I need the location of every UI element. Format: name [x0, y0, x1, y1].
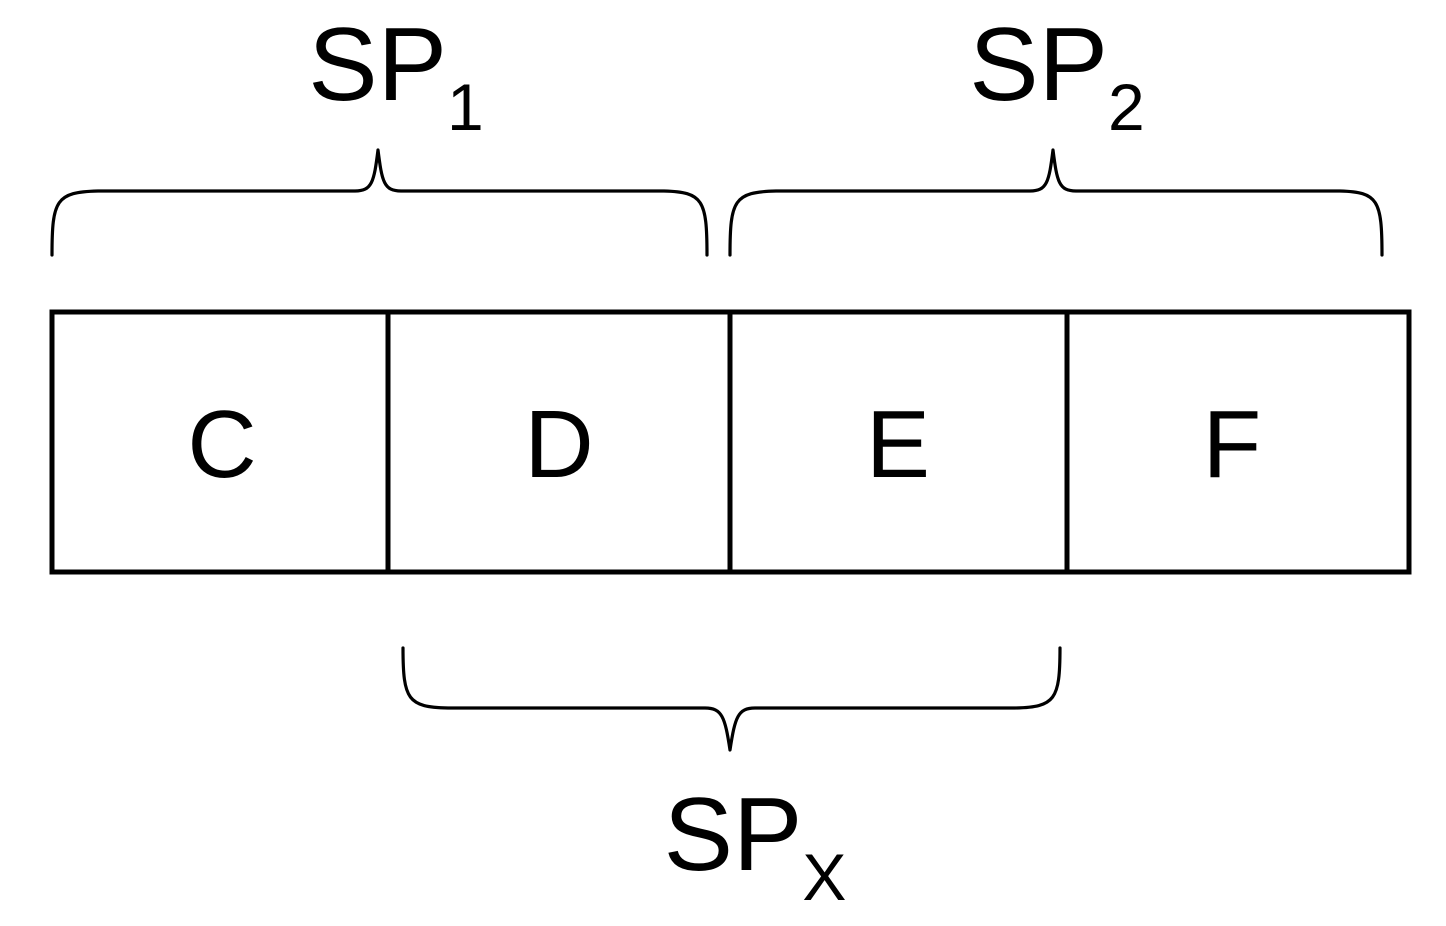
label-sp1-sub: 1 [447, 70, 484, 144]
svg-text:SP2: SP2 [969, 7, 1144, 144]
brace-spx [401, 646, 1062, 752]
label-sp2-main: SP [969, 7, 1108, 123]
brace-sp2 [728, 148, 1384, 257]
segment-cell-d[interactable] [385, 309, 733, 575]
segment-cell-f-label: F [1203, 391, 1262, 498]
segment-row: C D E F [49, 309, 1412, 575]
brace-sp1 [50, 148, 709, 257]
brace-spx-path [401, 646, 1062, 752]
label-spx-main: SP [664, 777, 803, 893]
svg-text:SPX: SPX [664, 777, 847, 914]
svg-text:SP1: SP1 [308, 7, 483, 144]
segment-cell-e[interactable] [727, 309, 1070, 575]
segment-cell-e-label: E [866, 391, 930, 498]
label-sp1: SP1 [308, 7, 483, 144]
segment-cell-d-label: D [524, 391, 593, 498]
label-sp2-sub: 2 [1108, 70, 1145, 144]
segment-cell-c[interactable] [49, 309, 391, 575]
label-sp1-main: SP [308, 7, 447, 123]
label-spx-sub: X [802, 840, 846, 914]
label-sp2: SP2 [969, 7, 1144, 144]
label-spx: SPX [664, 777, 847, 914]
segment-cell-c-label: C [187, 391, 256, 498]
brace-sp1-path [50, 148, 709, 257]
segment-cell-f[interactable] [1064, 309, 1412, 575]
brace-sp2-path [728, 148, 1384, 257]
